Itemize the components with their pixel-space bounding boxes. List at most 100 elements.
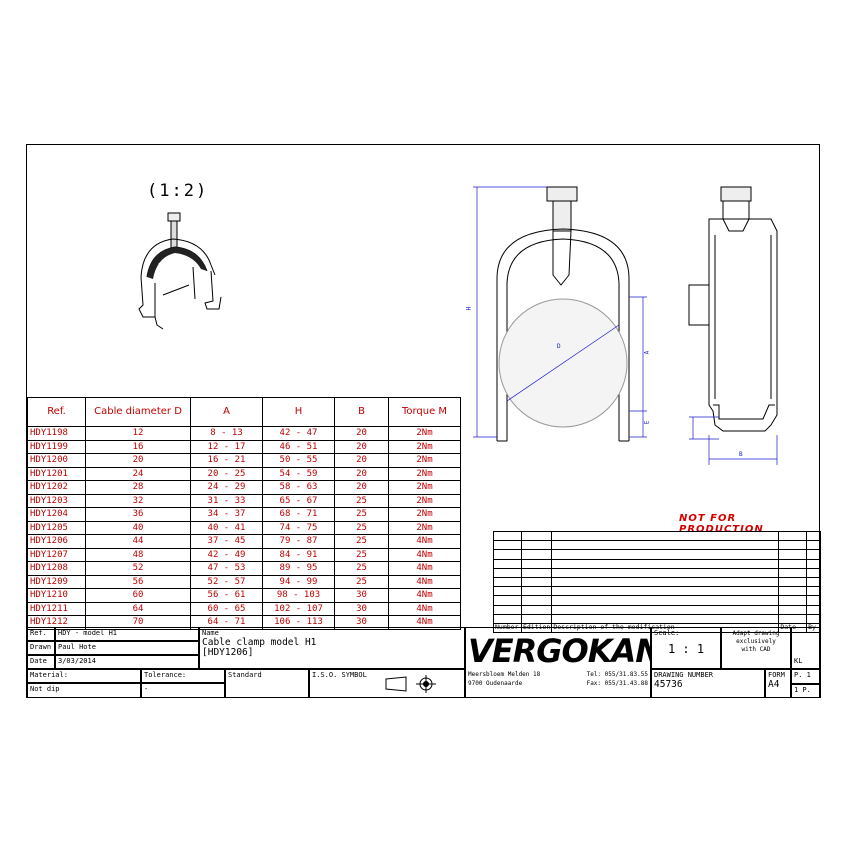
company-tel: Tel: 055/31.83.55 <box>586 671 648 678</box>
table-cell: 20 <box>334 453 389 468</box>
scale-label: Scale: <box>654 629 680 637</box>
dim-e-label: E <box>643 420 651 425</box>
table-cell: 25 <box>334 561 389 576</box>
revision-cell <box>551 586 780 597</box>
company-fax: Fax: 055/31.43.88 <box>586 680 648 687</box>
revision-cell <box>778 530 808 542</box>
table-cell: 56 <box>85 574 191 589</box>
revision-cell <box>520 595 553 606</box>
drawn-value: Paul Hote <box>55 641 199 655</box>
tolerance-value: - <box>141 683 225 698</box>
table-header-row: Ref. Cable diameter D A H B Torque M <box>27 397 461 427</box>
revision-cell <box>520 586 553 597</box>
table-cell: HDY1202 <box>27 480 86 495</box>
table-cell: 20 <box>85 453 191 468</box>
table-cell: 8 - 13 <box>190 426 263 441</box>
cad-note-line2: exclusively <box>736 638 776 645</box>
date-label: Date <box>27 655 55 669</box>
iso-symbol-block: I.S.O. SYMBOL <box>309 669 465 698</box>
table-cell: HDY1204 <box>27 507 86 522</box>
table-cell: 28 <box>85 480 191 495</box>
standard-label: Standard <box>225 669 309 698</box>
revision-cell <box>778 558 808 569</box>
table-cell: 20 <box>334 439 389 454</box>
revision-cell <box>778 567 808 578</box>
table-cell: HDY1207 <box>27 547 86 562</box>
scale-block: Scale: 1 : 1 <box>651 627 721 669</box>
table-cell: 65 - 67 <box>262 493 335 508</box>
table-cell: 2Nm <box>388 493 461 508</box>
table-cell: 4Nm <box>388 547 461 562</box>
table-cell: 58 - 63 <box>262 480 335 495</box>
revision-cell <box>778 586 808 597</box>
table-cell: 25 <box>334 574 389 589</box>
revision-cell <box>551 567 780 578</box>
revision-cell <box>778 613 808 624</box>
page-number: P. 1 <box>791 669 821 684</box>
table-cell: 4Nm <box>388 534 461 549</box>
drawing-number-block: DRAWING NUMBER 45736 <box>651 669 765 698</box>
col-h: H <box>262 397 335 427</box>
table-cell: 12 <box>85 426 191 441</box>
col-a: A <box>190 397 263 427</box>
table-cell: 34 - 37 <box>190 507 263 522</box>
company-block: VERGOKAN Meersbloem Melden 18 Tel: 055/3… <box>465 627 651 698</box>
table-cell: 79 - 87 <box>262 534 335 549</box>
table-cell: 54 - 59 <box>262 466 335 481</box>
cad-note-line3: with CAD <box>741 646 771 653</box>
col-cable-diameter: Cable diameter D <box>85 397 191 427</box>
revision-cell <box>778 595 808 606</box>
table-cell: 30 <box>334 588 389 603</box>
revision-cell <box>493 576 522 588</box>
table-cell: 30 <box>334 615 389 630</box>
table-cell: 68 - 71 <box>262 507 335 522</box>
revision-cell <box>520 576 553 588</box>
form-value: A4 <box>768 679 780 690</box>
table-cell: 84 - 91 <box>262 547 335 562</box>
front-elevation-view <box>473 186 647 442</box>
table-cell: HDY1212 <box>27 615 86 630</box>
drawing-number-label: DRAWING NUMBER <box>654 671 714 679</box>
revision-cell <box>806 576 821 588</box>
drawing-number: 45736 <box>654 679 683 690</box>
table-cell: 89 - 95 <box>262 561 335 576</box>
table-cell: HDY1198 <box>27 426 86 441</box>
table-cell: 20 <box>334 426 389 441</box>
table-cell: 24 - 29 <box>190 480 263 495</box>
dim-b-label: B <box>739 451 743 458</box>
part-code: [HDY1206] <box>202 647 254 658</box>
scale-value: 1 : 1 <box>667 642 705 656</box>
table-cell: 2Nm <box>388 453 461 468</box>
revision-row <box>493 549 821 560</box>
table-cell: HDY1209 <box>27 574 86 589</box>
table-cell: 2Nm <box>388 520 461 535</box>
drawing-sheet: (1:2) <box>26 144 821 698</box>
form-block: FORM A4 <box>765 669 791 698</box>
kl-label: KL <box>791 627 821 669</box>
table-cell: 25 <box>334 520 389 535</box>
table-cell: 37 - 45 <box>190 534 263 549</box>
table-cell: HDY1205 <box>27 520 86 535</box>
table-cell: HDY1208 <box>27 561 86 576</box>
table-cell: 4Nm <box>388 561 461 576</box>
side-elevation-view <box>688 186 778 465</box>
table-cell: 25 <box>334 534 389 549</box>
revision-cell <box>520 604 553 615</box>
table-cell: HDY1203 <box>27 493 86 508</box>
revision-cell <box>551 613 780 624</box>
dim-h-label: H <box>465 306 473 311</box>
table-cell: 25 <box>334 547 389 562</box>
revision-cell <box>806 567 821 578</box>
revision-cell <box>551 558 780 569</box>
company-address-line2: 9700 Oudenaarde <box>468 680 523 687</box>
